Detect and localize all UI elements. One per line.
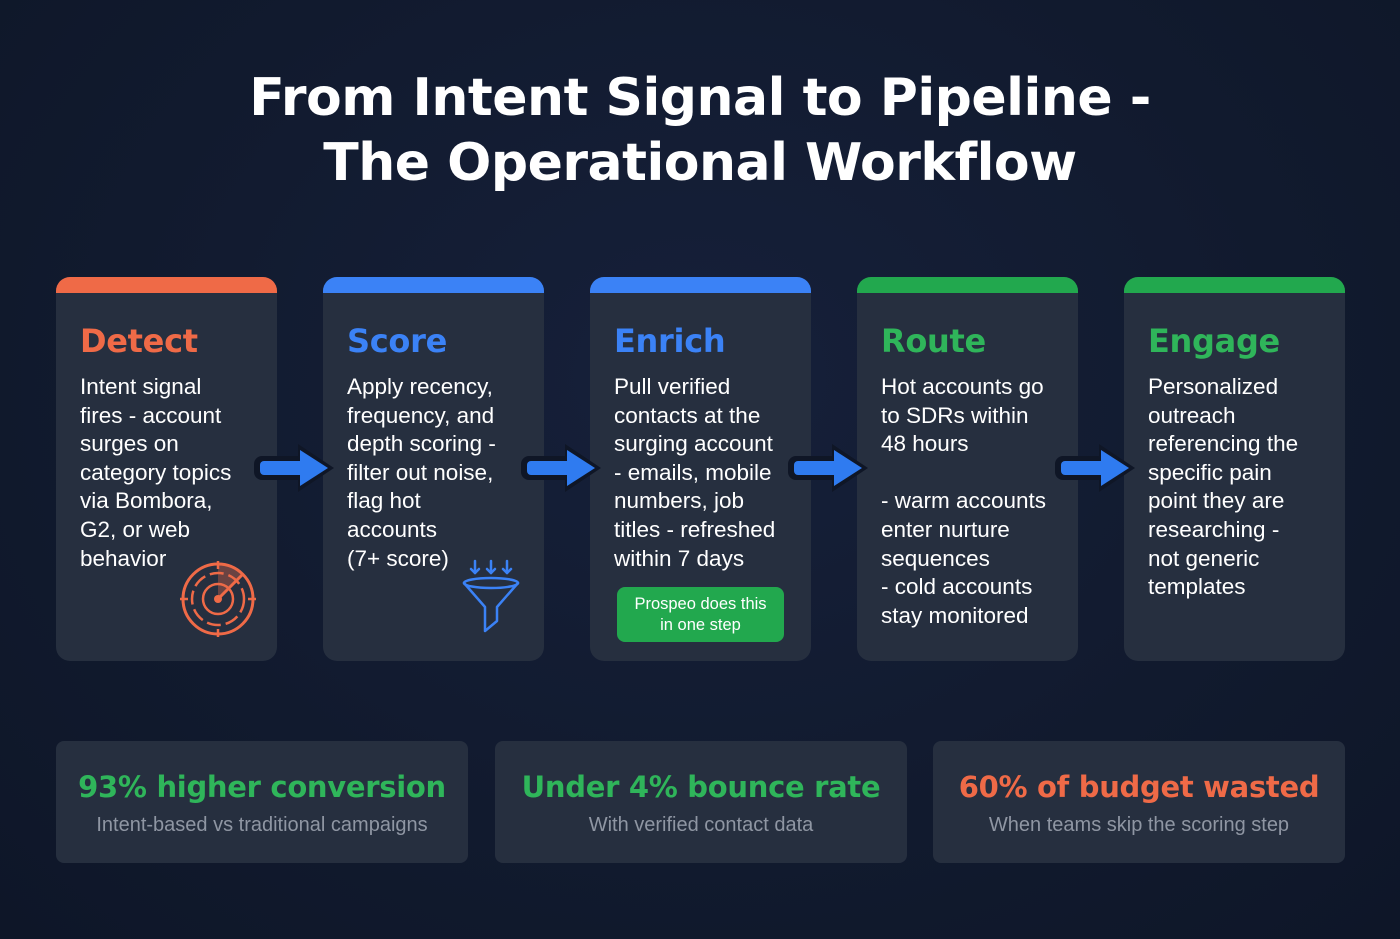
description-line: numbers, job (614, 488, 745, 514)
description-line: contacts at the (614, 402, 761, 428)
step-title: Engage (1148, 322, 1280, 360)
description-spacer (881, 459, 1071, 488)
description-line: specific pain (1148, 459, 1272, 485)
description-line: Personalized (1148, 374, 1279, 399)
description-line: to SDRs within (881, 402, 1029, 428)
stat-card-conversion: 93% higher conversion Intent-based vs tr… (56, 741, 468, 863)
prospeo-badge: Prospeo does this in one step (617, 587, 784, 642)
badge-line: in one step (660, 616, 741, 634)
accent-bar (590, 277, 811, 293)
step-card-score: Score Apply recency, frequency, and dept… (323, 277, 544, 661)
description-line: category topics (80, 459, 232, 485)
title-line-2: The Operational Workflow (323, 133, 1077, 193)
step-description: Intent signal fires - account surges on … (80, 373, 270, 573)
badge-line: Prospeo does this (634, 595, 767, 613)
description-line: - warm accounts (881, 488, 1047, 514)
radar-icon (180, 561, 256, 637)
accent-bar (56, 277, 277, 293)
step-description: Apply recency, frequency, and depth scor… (347, 373, 537, 573)
step-card-detect: Detect Intent signal fires - account sur… (56, 277, 277, 661)
description-line: templates (1148, 574, 1246, 600)
description-line: Intent signal (80, 374, 202, 399)
description-line: 48 hours (881, 431, 969, 457)
stat-value: 60% of budget wasted (958, 770, 1320, 804)
description-line: researching - (1148, 516, 1280, 542)
page-title: From Intent Signal to Pipeline - The Ope… (0, 66, 1400, 196)
description-line: (7+ score) (347, 545, 449, 571)
accent-bar (323, 277, 544, 293)
description-line: stay monitored (881, 602, 1029, 628)
stat-value: 93% higher conversion (78, 770, 446, 804)
stat-card-bounce-rate: Under 4% bounce rate With verified conta… (495, 741, 907, 863)
description-line: filter out noise, (347, 459, 494, 485)
accent-bar (1124, 277, 1345, 293)
description-line: Hot accounts go (881, 374, 1044, 399)
arrow-right-icon (254, 444, 334, 492)
description-line: depth scoring - (347, 431, 496, 457)
description-line: not generic (1148, 545, 1260, 571)
stat-caption: Intent-based vs traditional campaigns (96, 814, 428, 836)
description-line: sequences (881, 545, 990, 571)
step-title: Route (881, 322, 986, 360)
description-line: behavior (80, 545, 167, 571)
title-line-1: From Intent Signal to Pipeline - (249, 68, 1151, 128)
description-line: frequency, and (347, 402, 495, 428)
description-line: Pull verified (614, 374, 731, 399)
description-line: titles - refreshed (614, 516, 776, 542)
step-card-route: Route Hot accounts go to SDRs within 48 … (857, 277, 1078, 661)
description-line: flag hot (347, 488, 421, 514)
description-line: fires - account (80, 402, 222, 428)
description-line: Apply recency, (347, 374, 493, 399)
description-line: G2, or web (80, 516, 191, 542)
description-line: - cold accounts (881, 574, 1033, 600)
description-line: - emails, mobile (614, 459, 772, 485)
arrow-right-icon (521, 444, 601, 492)
description-line: referencing the (1148, 431, 1299, 457)
description-line: surging account (614, 431, 773, 457)
description-line: accounts (347, 516, 438, 542)
arrow-right-icon (788, 444, 868, 492)
description-line: surges on (80, 431, 179, 457)
description-line: within 7 days (614, 545, 745, 571)
stat-card-budget-wasted: 60% of budget wasted When teams skip the… (933, 741, 1345, 863)
stat-caption: When teams skip the scoring step (988, 814, 1290, 836)
description-line: point they are (1148, 488, 1285, 514)
funnel-filter-icon (462, 559, 520, 633)
stat-caption: With verified contact data (588, 814, 814, 836)
step-card-engage: Engage Personalized outreach referencing… (1124, 277, 1345, 661)
step-description: Personalized outreach referencing the sp… (1148, 373, 1338, 602)
step-title: Enrich (614, 322, 726, 360)
stat-value: Under 4% bounce rate (521, 770, 881, 804)
arrow-right-icon (1055, 444, 1135, 492)
step-description: Pull verified contacts at the surging ac… (614, 373, 804, 573)
description-line: enter nurture (881, 516, 1010, 542)
step-title: Detect (80, 322, 198, 360)
description-line: outreach (1148, 402, 1236, 428)
step-description: Hot accounts go to SDRs within 48 hours … (881, 373, 1071, 630)
accent-bar (857, 277, 1078, 293)
step-card-enrich: Enrich Pull verified contacts at the sur… (590, 277, 811, 661)
step-title: Score (347, 322, 447, 360)
description-line: via Bombora, (80, 488, 213, 514)
